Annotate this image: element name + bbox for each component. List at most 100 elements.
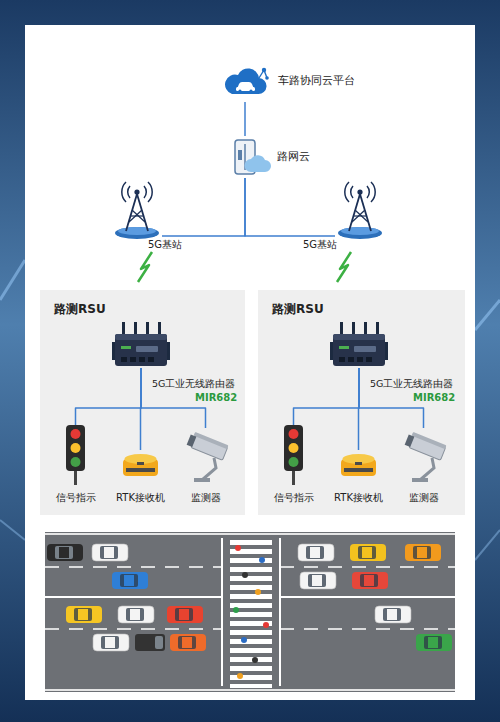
car-body (47, 544, 83, 561)
connector-line (141, 368, 206, 428)
light-icon (266, 425, 321, 485)
router-part (357, 357, 363, 362)
crosswalk (230, 538, 272, 688)
road-edge (45, 533, 455, 535)
light-part (66, 425, 85, 471)
camera: 监测器 (178, 428, 233, 505)
car (352, 572, 388, 589)
router-part (115, 334, 167, 340)
connector-line (359, 368, 424, 428)
car-body (92, 544, 128, 561)
connector-line (140, 368, 142, 450)
car-window (155, 636, 163, 649)
router-part (136, 346, 158, 352)
node-label: 监测器 (384, 492, 463, 505)
rtk-part (355, 462, 362, 465)
car-body (298, 544, 334, 561)
light-part (71, 443, 81, 453)
lane-line (280, 628, 455, 630)
tower-icon (335, 180, 385, 240)
car-window (358, 546, 376, 559)
car-body (167, 606, 203, 623)
rtk-icon (331, 450, 386, 480)
node-label: 5G基站 (303, 239, 337, 252)
car-body (350, 544, 386, 561)
node-label: RTK接收机 (101, 492, 180, 505)
rtk-part (125, 454, 157, 464)
router-part (366, 357, 372, 362)
car (47, 544, 83, 561)
cloud-part (262, 68, 266, 72)
car-window (383, 608, 401, 621)
car-roof (312, 575, 322, 586)
base-station: 5G基站 (112, 180, 162, 240)
lane-line (280, 566, 455, 568)
car-window (360, 574, 378, 587)
wireless-link (337, 252, 351, 282)
tower-part (131, 215, 143, 216)
tower-part (354, 215, 366, 216)
router-part (130, 357, 136, 362)
router-icon (330, 322, 388, 368)
router-part (146, 322, 149, 336)
car-roof (364, 575, 374, 586)
router-part (122, 322, 125, 336)
node-label: 车路协同云平台 (278, 74, 355, 88)
tower-icon (112, 180, 162, 240)
camera-part (404, 431, 446, 460)
rtk-part (344, 468, 373, 472)
router-part (139, 357, 145, 362)
pedestrian (235, 545, 241, 551)
router: 5G工业无线路由器MIR682 (330, 322, 388, 368)
tower-part (144, 186, 146, 198)
tower-part (134, 189, 139, 194)
traffic-light: 信号指示 (48, 425, 103, 505)
lane-line (45, 566, 222, 568)
connector-line (244, 102, 246, 136)
cloud-part (265, 76, 269, 80)
router-part (339, 357, 345, 362)
car-roof (78, 609, 88, 620)
pedestrian (259, 557, 265, 563)
router-part (134, 322, 137, 336)
car (300, 572, 336, 589)
router-icon (112, 322, 170, 368)
router-part (340, 322, 343, 336)
router-part (333, 334, 385, 340)
rsu-panel: 路测RSU5G工业无线路由器MIR682信号指示RTK接收机监测器 (258, 290, 465, 515)
white-card (25, 25, 475, 700)
router-part (115, 334, 167, 366)
center-line (45, 596, 222, 598)
pedestrian (237, 673, 243, 679)
node-sublabel: MIR682 (413, 392, 455, 405)
cloud-part (249, 89, 252, 92)
car-body (416, 634, 452, 651)
connector-line (294, 368, 360, 425)
road-edge (45, 689, 455, 691)
car-body (66, 606, 102, 623)
node-label: 信号指示 (254, 492, 333, 505)
camera-part (194, 432, 229, 449)
node-label: 5G工业无线路由器 (370, 378, 453, 390)
light-streak (0, 520, 25, 540)
light-part (289, 457, 299, 467)
light-part (71, 429, 81, 439)
car-roof (362, 547, 372, 558)
router-part (333, 334, 385, 366)
light-icon (48, 425, 103, 485)
node-label: 路测RSU (54, 302, 106, 317)
car-window (308, 574, 326, 587)
car-roof (182, 637, 192, 648)
tower-part (115, 227, 159, 239)
node-label: 路测RSU (272, 302, 324, 317)
tower-part (351, 186, 353, 198)
tower-part (129, 210, 142, 222)
router-part (148, 357, 154, 362)
car-roof (387, 609, 397, 620)
light-part (71, 457, 81, 467)
cloud-icon (222, 60, 268, 102)
light-streak (475, 530, 500, 560)
car-window (120, 574, 138, 587)
